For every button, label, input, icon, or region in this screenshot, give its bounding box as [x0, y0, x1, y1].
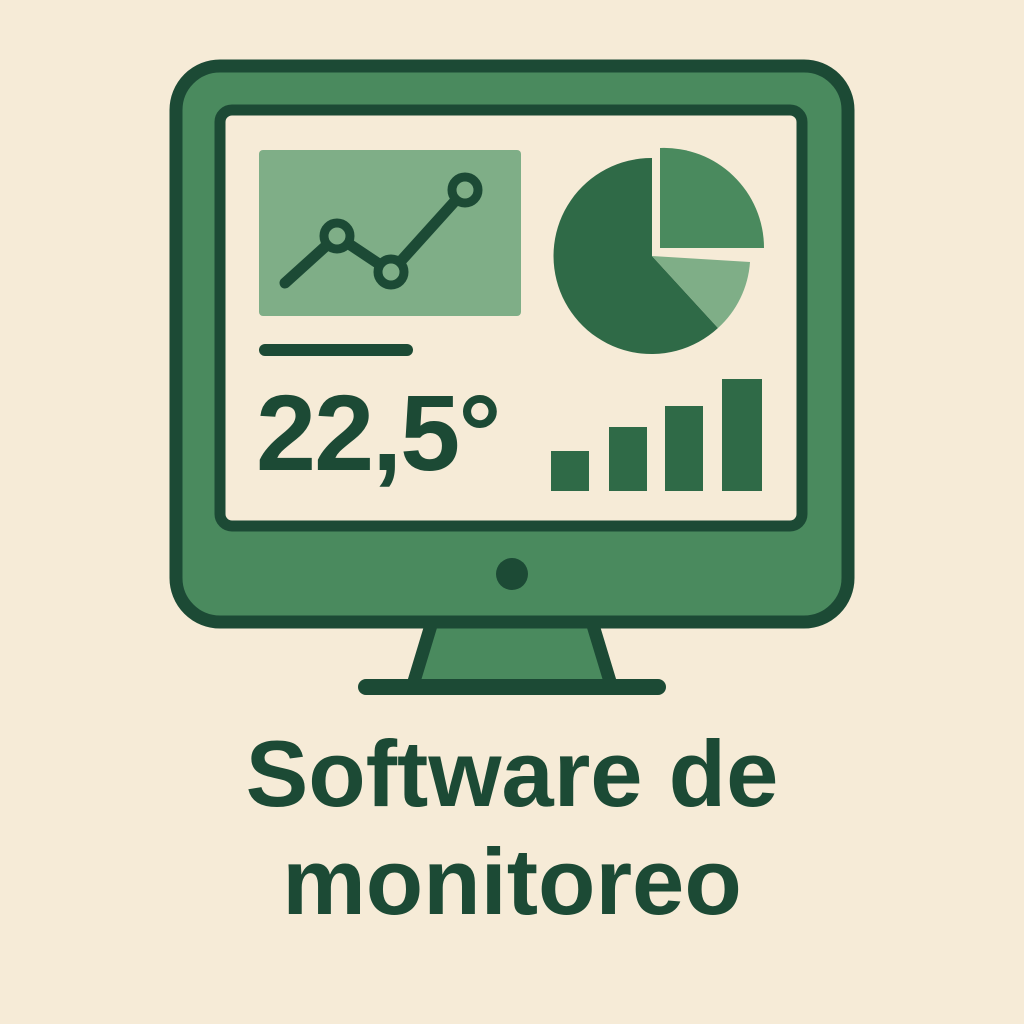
- bar: [609, 427, 647, 491]
- bar-chart-icon: [551, 379, 762, 491]
- line-chart-panel: [259, 150, 521, 316]
- line-chart-point: [447, 172, 483, 208]
- monitor-illustration: [169, 59, 855, 695]
- bar: [665, 406, 703, 491]
- bar: [722, 379, 762, 491]
- line-chart-point: [319, 218, 355, 254]
- caption: Software de monitoreo: [0, 720, 1024, 936]
- power-button-icon: [496, 558, 528, 590]
- bar: [551, 451, 589, 491]
- monitor-stand-neck: [405, 615, 619, 695]
- caption-line-1: Software de: [245, 721, 779, 826]
- line-chart-line: [279, 184, 471, 289]
- line-chart-point: [373, 254, 409, 290]
- pie-slice-large: [553, 157, 718, 354]
- caption-line-2: monitoreo: [282, 829, 742, 934]
- line-chart-icon: [259, 150, 521, 316]
- temperature-readout: 22,5°: [256, 372, 501, 493]
- label-placeholder-line: [259, 344, 413, 356]
- pie-chart-icon: [553, 147, 765, 354]
- pie-slice-exploded: [660, 147, 765, 248]
- monitor-stand-base: [358, 679, 666, 695]
- pie-slice-light: [652, 256, 750, 328]
